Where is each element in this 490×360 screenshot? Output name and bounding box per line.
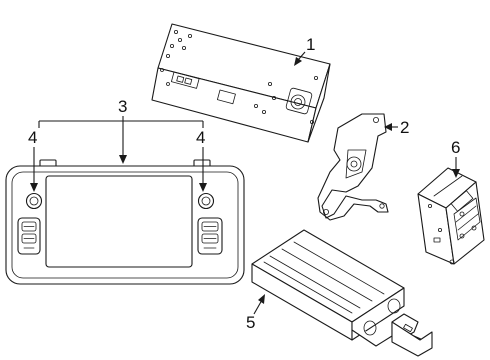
part-3-display-unit bbox=[5, 159, 245, 285]
callout-6-label: 6 bbox=[451, 138, 460, 157]
callout-3-label: 3 bbox=[118, 97, 127, 116]
part-1-audio-unit bbox=[151, 23, 331, 143]
callout-5: 5 bbox=[246, 294, 265, 332]
callout-4-left: 4 bbox=[28, 128, 38, 192]
callout-2: 2 bbox=[384, 118, 409, 137]
callout-1-label: 1 bbox=[306, 35, 315, 54]
callout-1: 1 bbox=[294, 35, 315, 66]
callout-6: 6 bbox=[451, 138, 460, 178]
callout-4-right: 4 bbox=[196, 128, 207, 192]
callout-2-label: 2 bbox=[400, 118, 409, 137]
part-6-control-module bbox=[417, 167, 485, 265]
callout-5-label: 5 bbox=[246, 313, 255, 332]
callout-4-left-label: 4 bbox=[28, 128, 37, 147]
part-2-bracket bbox=[317, 113, 389, 221]
callout-3: 3 bbox=[38, 97, 204, 164]
callout-4-right-label: 4 bbox=[196, 128, 205, 147]
part-5-module bbox=[251, 229, 433, 357]
